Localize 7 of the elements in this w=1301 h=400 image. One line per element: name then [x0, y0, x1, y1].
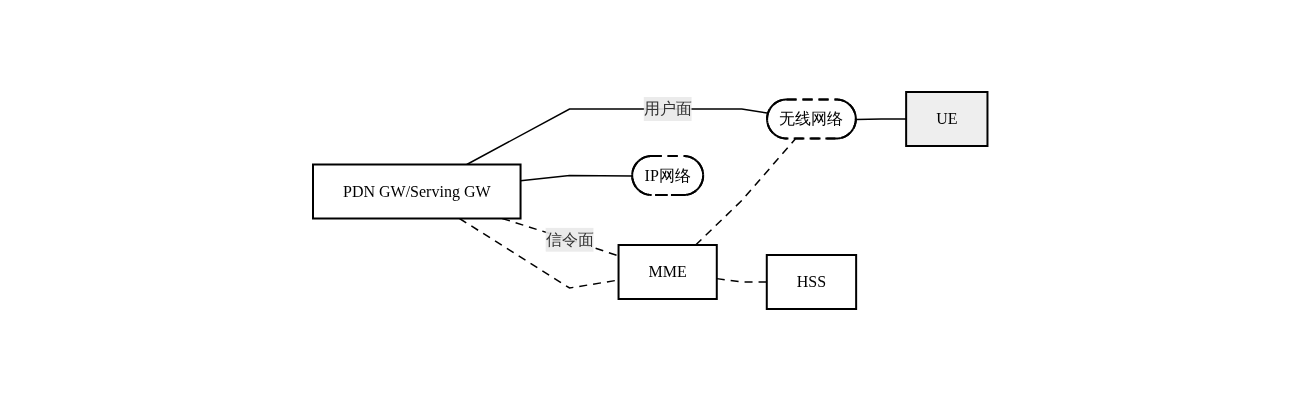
node-box: PDN GW/Serving GW: [312, 163, 522, 219]
node-box: UE: [905, 90, 989, 147]
node-box: MME: [617, 243, 719, 300]
edge-label: 用户面: [643, 99, 692, 117]
connector: [695, 137, 797, 246]
node-box: HSS: [766, 253, 858, 310]
edge-label: 信令面: [545, 230, 594, 248]
